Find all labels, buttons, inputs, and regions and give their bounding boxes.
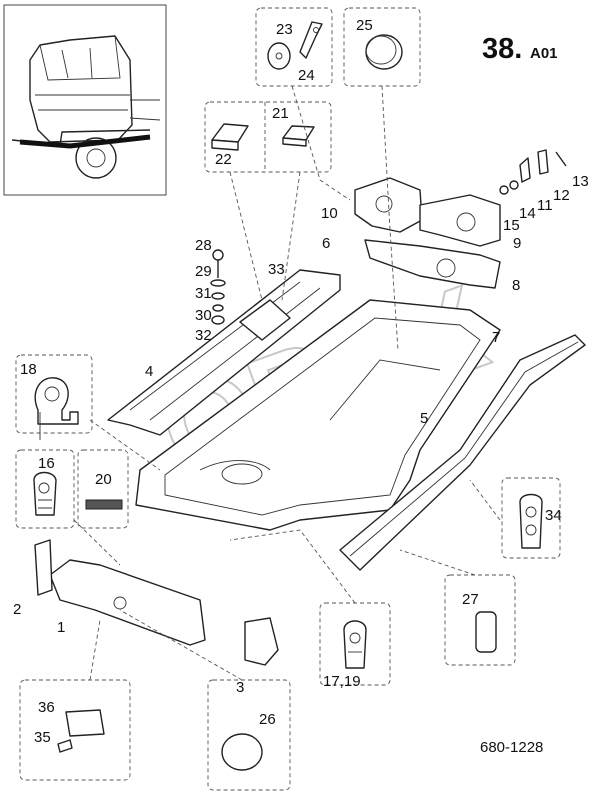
label-30: 30 — [195, 307, 212, 324]
label-9: 9 — [513, 235, 521, 252]
cross-member-1 — [34, 539, 279, 666]
detail-box-20 — [77, 449, 129, 529]
fasteners-28-32 — [210, 249, 226, 325]
fasteners-11-15 — [499, 149, 567, 195]
floor-pan — [135, 299, 501, 531]
label-2: 2 — [13, 601, 21, 618]
label-7: 7 — [492, 329, 500, 346]
detail-box-21-22 — [204, 101, 332, 173]
detail-box-18 — [15, 354, 93, 434]
label-36: 36 — [38, 699, 55, 716]
label-26: 26 — [259, 711, 276, 728]
label-6: 6 — [322, 235, 330, 252]
label-18: 18 — [20, 361, 37, 378]
label-16: 16 — [38, 455, 55, 472]
label-3: 3 — [236, 679, 244, 696]
label-27: 27 — [462, 591, 479, 608]
label-33: 33 — [268, 261, 285, 278]
detail-box-35-36 — [19, 679, 131, 781]
part-labels: 1 2 3 4 5 6 7 8 9 10 11 12 13 14 15 16 1… — [13, 17, 589, 746]
label-10: 10 — [321, 205, 338, 222]
label-29: 29 — [195, 263, 212, 280]
drawing-number: 680-1228 — [480, 739, 543, 756]
label-35: 35 — [34, 729, 51, 746]
detail-box-23-24 — [255, 7, 333, 87]
label-31: 31 — [195, 285, 212, 302]
label-1: 1 — [57, 619, 65, 636]
label-14: 14 — [519, 205, 536, 222]
detail-box-34 — [501, 477, 561, 559]
bracket-9 — [419, 194, 501, 247]
label-13: 13 — [572, 173, 589, 190]
label-28: 28 — [195, 237, 212, 254]
truck-inset — [3, 4, 167, 196]
bracket-8 — [364, 239, 501, 289]
label-21: 21 — [272, 105, 289, 122]
label-5: 5 — [420, 410, 428, 427]
label-15: 15 — [503, 217, 520, 234]
detail-box-26 — [207, 679, 291, 791]
label-25: 25 — [356, 17, 373, 34]
page-code-main: 38. — [482, 33, 522, 65]
label-20: 20 — [95, 471, 112, 488]
detail-box-27 — [444, 574, 516, 666]
label-4: 4 — [145, 363, 153, 380]
label-23: 23 — [276, 21, 293, 38]
label-12: 12 — [553, 187, 570, 204]
label-34: 34 — [545, 507, 562, 524]
detail-box-16 — [15, 449, 75, 529]
label-22: 22 — [215, 151, 232, 168]
label-32: 32 — [195, 327, 212, 344]
side-rail-7 — [339, 334, 586, 571]
detail-box-17-19 — [319, 602, 391, 686]
label-17-19: 17,19 — [323, 673, 361, 690]
label-24: 24 — [298, 67, 315, 84]
leader-lines — [39, 85, 501, 681]
tunnel-part — [107, 269, 341, 436]
label-11: 11 — [537, 197, 553, 214]
label-8: 8 — [512, 277, 520, 294]
page-code-sub: A01 — [530, 45, 558, 62]
